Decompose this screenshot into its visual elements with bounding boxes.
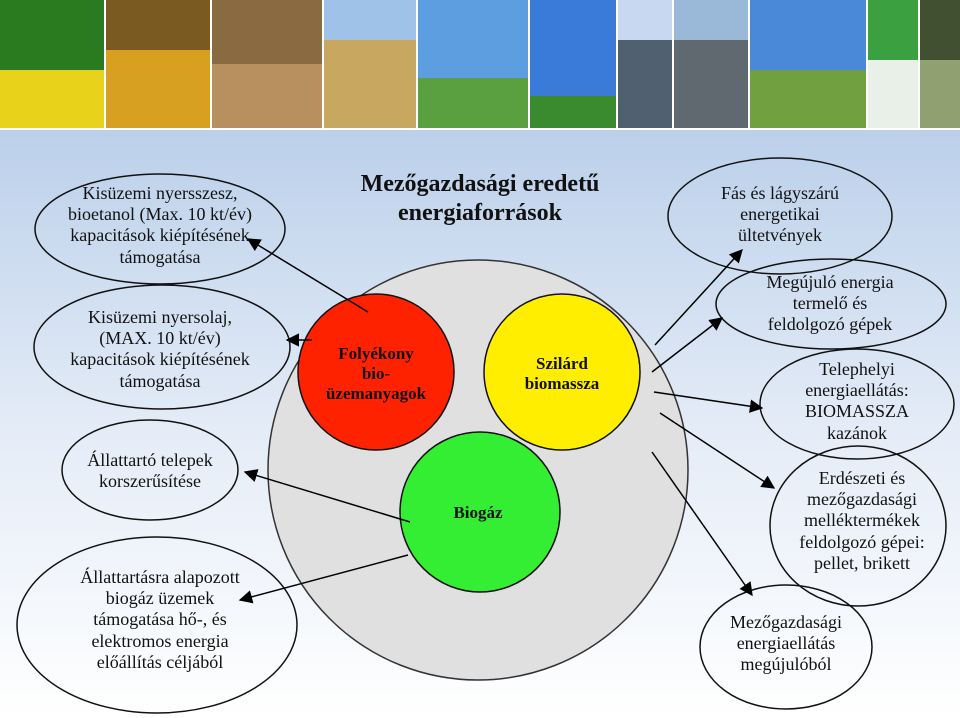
- left-item-4: Állattartásra alapozott biogáz üzemek tá…: [40, 567, 280, 673]
- right-item-4: Erdészeti és mezőgazdasági mellékterméke…: [772, 468, 952, 574]
- arrow-to-right-1: [655, 250, 742, 345]
- left-item-1: Kisüzemi nyersszesz, bioetanol (Max. 10 …: [40, 183, 280, 268]
- liquid-biofuels-label: Folyékony bio- üzemanyagok: [306, 344, 446, 404]
- left-item-2: Kisüzemi nyersolaj, (MAX. 10 kt/év) kapa…: [40, 307, 280, 392]
- solid-biomass-label: Szilárd biomassza: [492, 354, 632, 394]
- arrow-to-right-2: [652, 318, 722, 372]
- right-item-1: Fás és lágyszárú energetikai ültetvények: [680, 183, 880, 247]
- right-item-3: Telephelyi energiaellátás: BIOMASSZA kaz…: [762, 359, 952, 444]
- right-item-5: Mezőgazdasági energiaellátás megújulóból: [700, 612, 872, 676]
- diagram-title: Mezőgazdasági eredetű energiaforrások: [330, 170, 630, 228]
- biogas-label: Biogáz: [418, 503, 538, 523]
- left-item-3: Állattartó telepek korszerűsítése: [60, 450, 240, 492]
- right-item-2: Megújuló energia termelő és feldolgozó g…: [740, 272, 920, 336]
